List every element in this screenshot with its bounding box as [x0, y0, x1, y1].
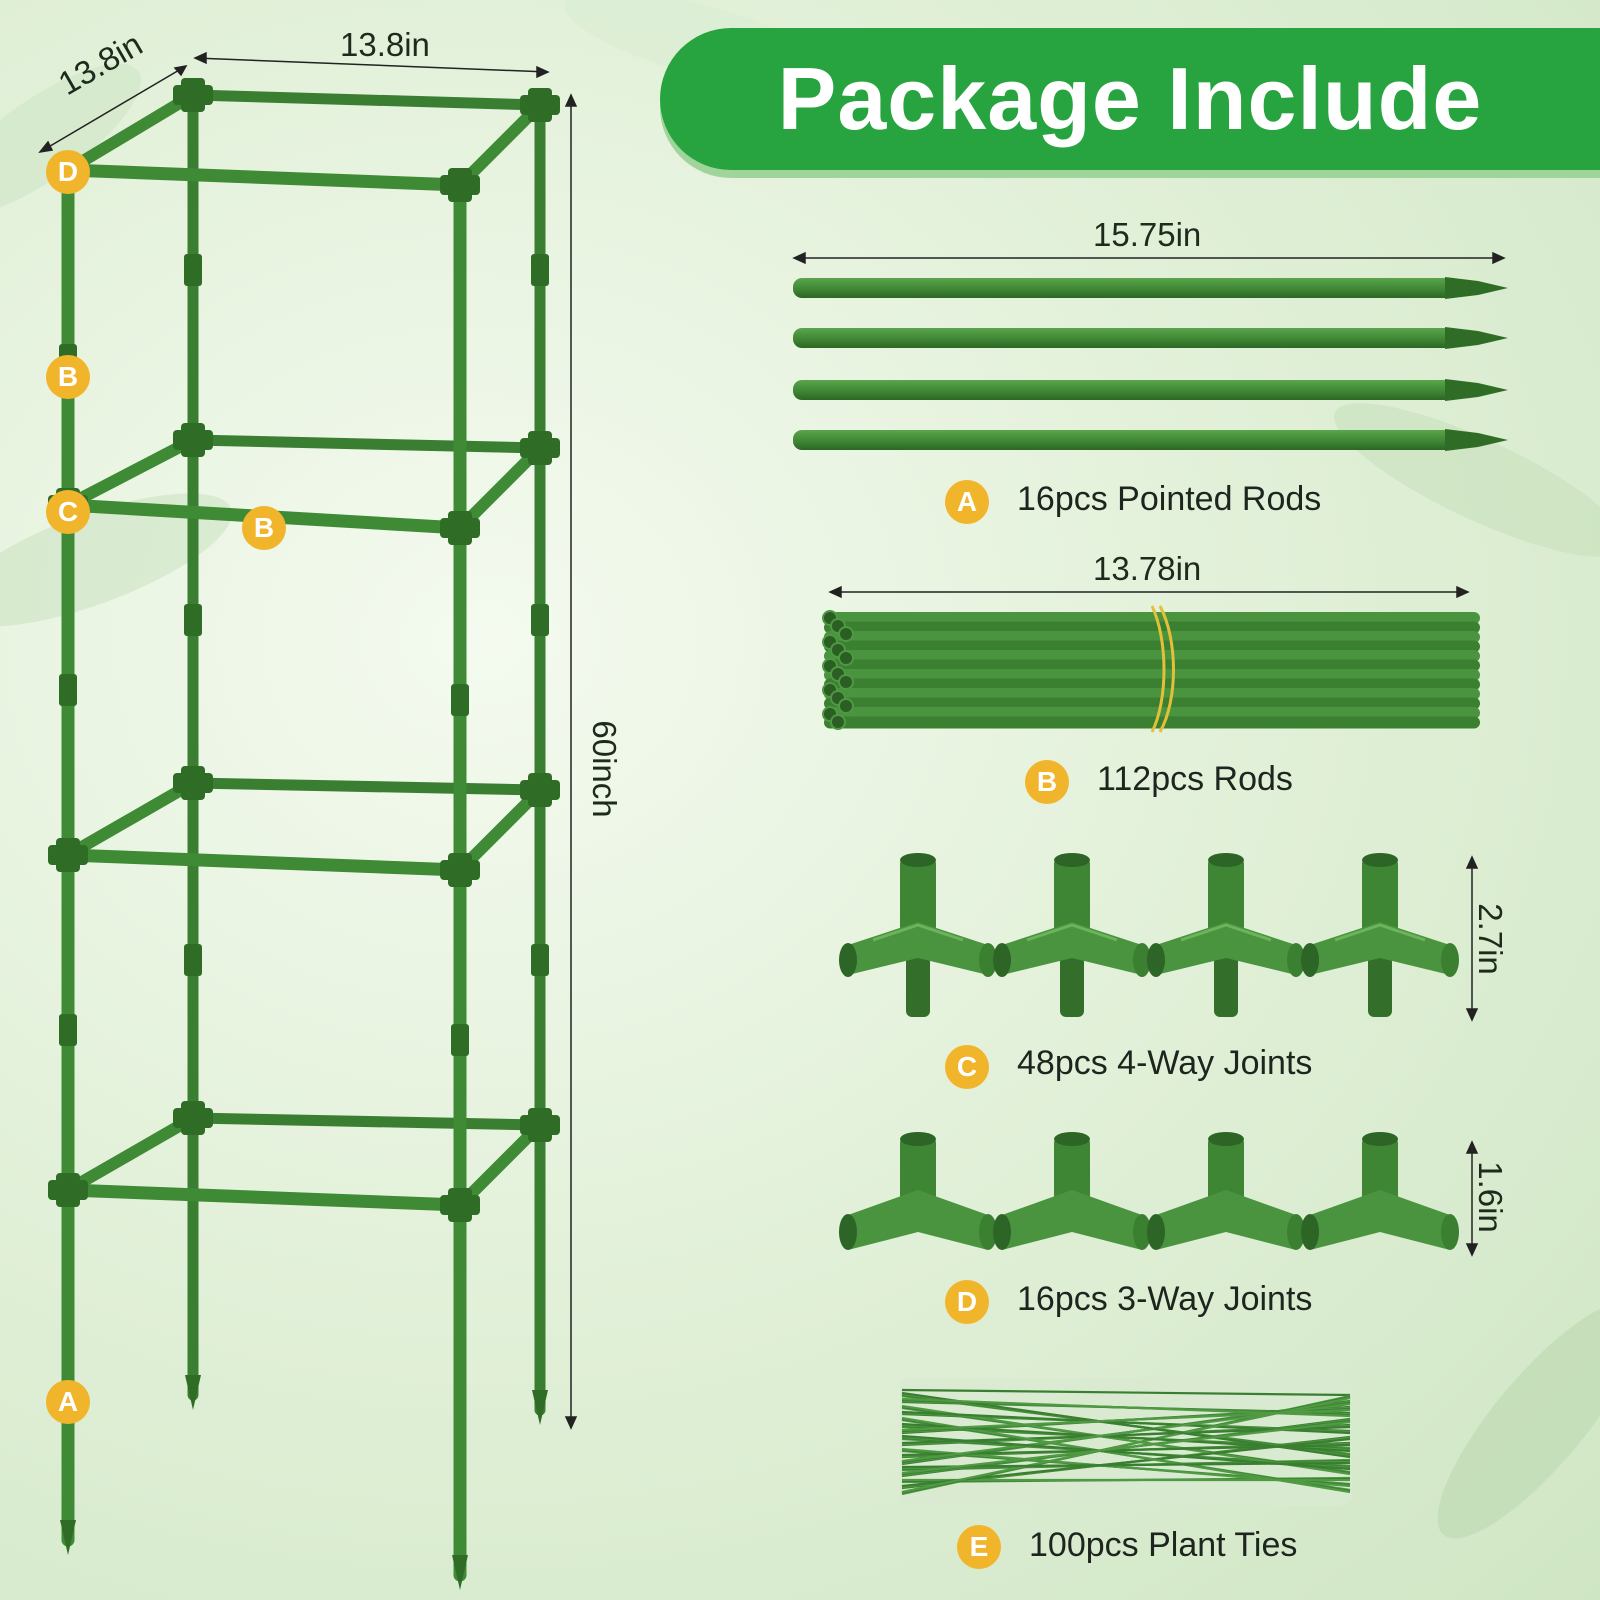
trellis-width-label: 13.8in	[340, 26, 430, 63]
package-include-banner: Package Include	[660, 28, 1600, 170]
marker-d: D	[46, 150, 90, 194]
four-way-joint-height-label: 2.7in	[1472, 903, 1509, 975]
dimension-arrows	[38, 51, 578, 1430]
item-d-label: 16pcs 3-Way Joints	[1017, 1280, 1313, 1318]
marker-b-horizontal: B	[242, 506, 286, 550]
item-c-label: 48pcs 4-Way Joints	[1017, 1044, 1313, 1082]
plant-ties-illustration	[900, 1378, 1352, 1506]
item-b-label: 112pcs Rods	[1097, 760, 1293, 798]
item-c-badge: C	[945, 1045, 989, 1089]
pointed-rod-length-label: 15.75in	[1093, 216, 1202, 253]
item-e-badge: E	[957, 1525, 1001, 1569]
marker-b: B	[46, 355, 90, 399]
marker-a: A	[46, 1380, 90, 1424]
marker-c: C	[46, 490, 90, 534]
rod-bundle-illustration	[822, 605, 1480, 733]
rod-length-label: 13.78in	[1093, 550, 1202, 587]
pointed-rods-illustration	[793, 277, 1508, 451]
item-a-label: 16pcs Pointed Rods	[1017, 480, 1322, 518]
item-d-badge: D	[945, 1280, 989, 1324]
three-way-joint-height-label: 1.6in	[1472, 1161, 1509, 1233]
item-b-badge: B	[1025, 760, 1069, 804]
item-e-label: 100pcs Plant Ties	[1029, 1526, 1298, 1564]
three-way-joints-illustration	[839, 1132, 1459, 1250]
four-way-joints-illustration	[839, 853, 1459, 1017]
banner-title: Package Include	[777, 49, 1483, 148]
item-a-badge: A	[945, 480, 989, 524]
